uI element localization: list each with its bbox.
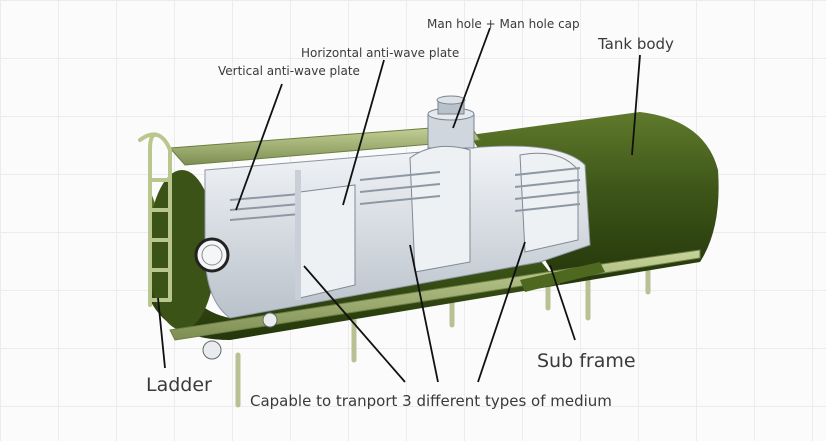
horizontal-plates (229, 167, 581, 221)
anti-wave-baffles (299, 145, 579, 299)
label-vertical-plate: Vertical anti-wave plate (218, 64, 360, 78)
top-walkway (168, 124, 481, 166)
bottom-valves (202, 312, 278, 360)
ladder (138, 132, 172, 307)
pressure-gauge (194, 237, 230, 273)
label-capacity: Capable to tranport 3 different types of… (250, 392, 612, 410)
label-tank-body: Tank body (597, 35, 674, 53)
sub-frame-beam (520, 262, 605, 292)
label-sub-frame: Sub frame (537, 350, 636, 372)
label-horizontal-plate: Horizontal anti-wave plate (301, 46, 459, 60)
manhole-assembly (427, 95, 475, 149)
label-manhole: Man hole + Man hole cap (427, 17, 580, 31)
label-ladder: Ladder (146, 374, 212, 396)
leader-lines (157, 27, 641, 383)
